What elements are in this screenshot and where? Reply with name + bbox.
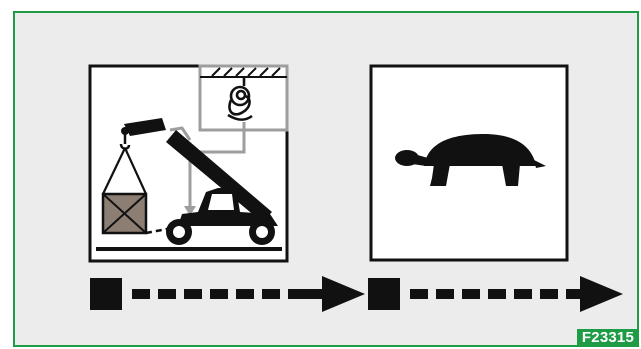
reference-code-badge: F23315 bbox=[577, 329, 638, 347]
left-direction-arrow bbox=[90, 276, 365, 312]
right-direction-arrow bbox=[368, 276, 623, 312]
